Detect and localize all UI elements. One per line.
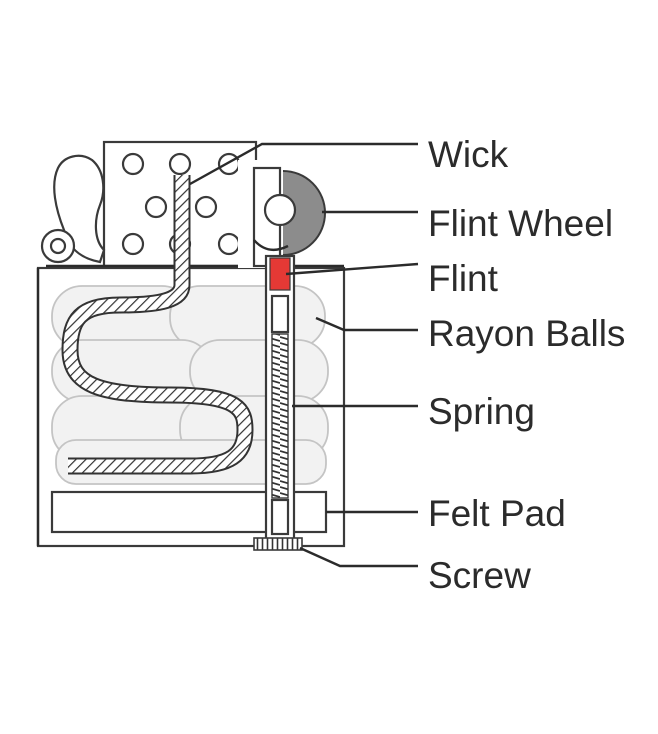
label-flint-wheel: Flint Wheel bbox=[428, 203, 613, 244]
flint-wheel bbox=[238, 160, 326, 268]
label-wick: Wick bbox=[428, 134, 509, 175]
label-flint: Flint bbox=[428, 258, 499, 299]
label-screw: Screw bbox=[428, 555, 531, 596]
spring bbox=[271, 333, 289, 499]
cam-spring bbox=[40, 154, 106, 264]
label-spring: Spring bbox=[428, 391, 535, 432]
screw bbox=[253, 537, 303, 551]
label-felt-pad: Felt Pad bbox=[428, 493, 566, 534]
label-rayon-balls: Rayon Balls bbox=[428, 313, 625, 354]
leader-lines bbox=[189, 142, 419, 568]
flint-tube bbox=[264, 254, 296, 544]
